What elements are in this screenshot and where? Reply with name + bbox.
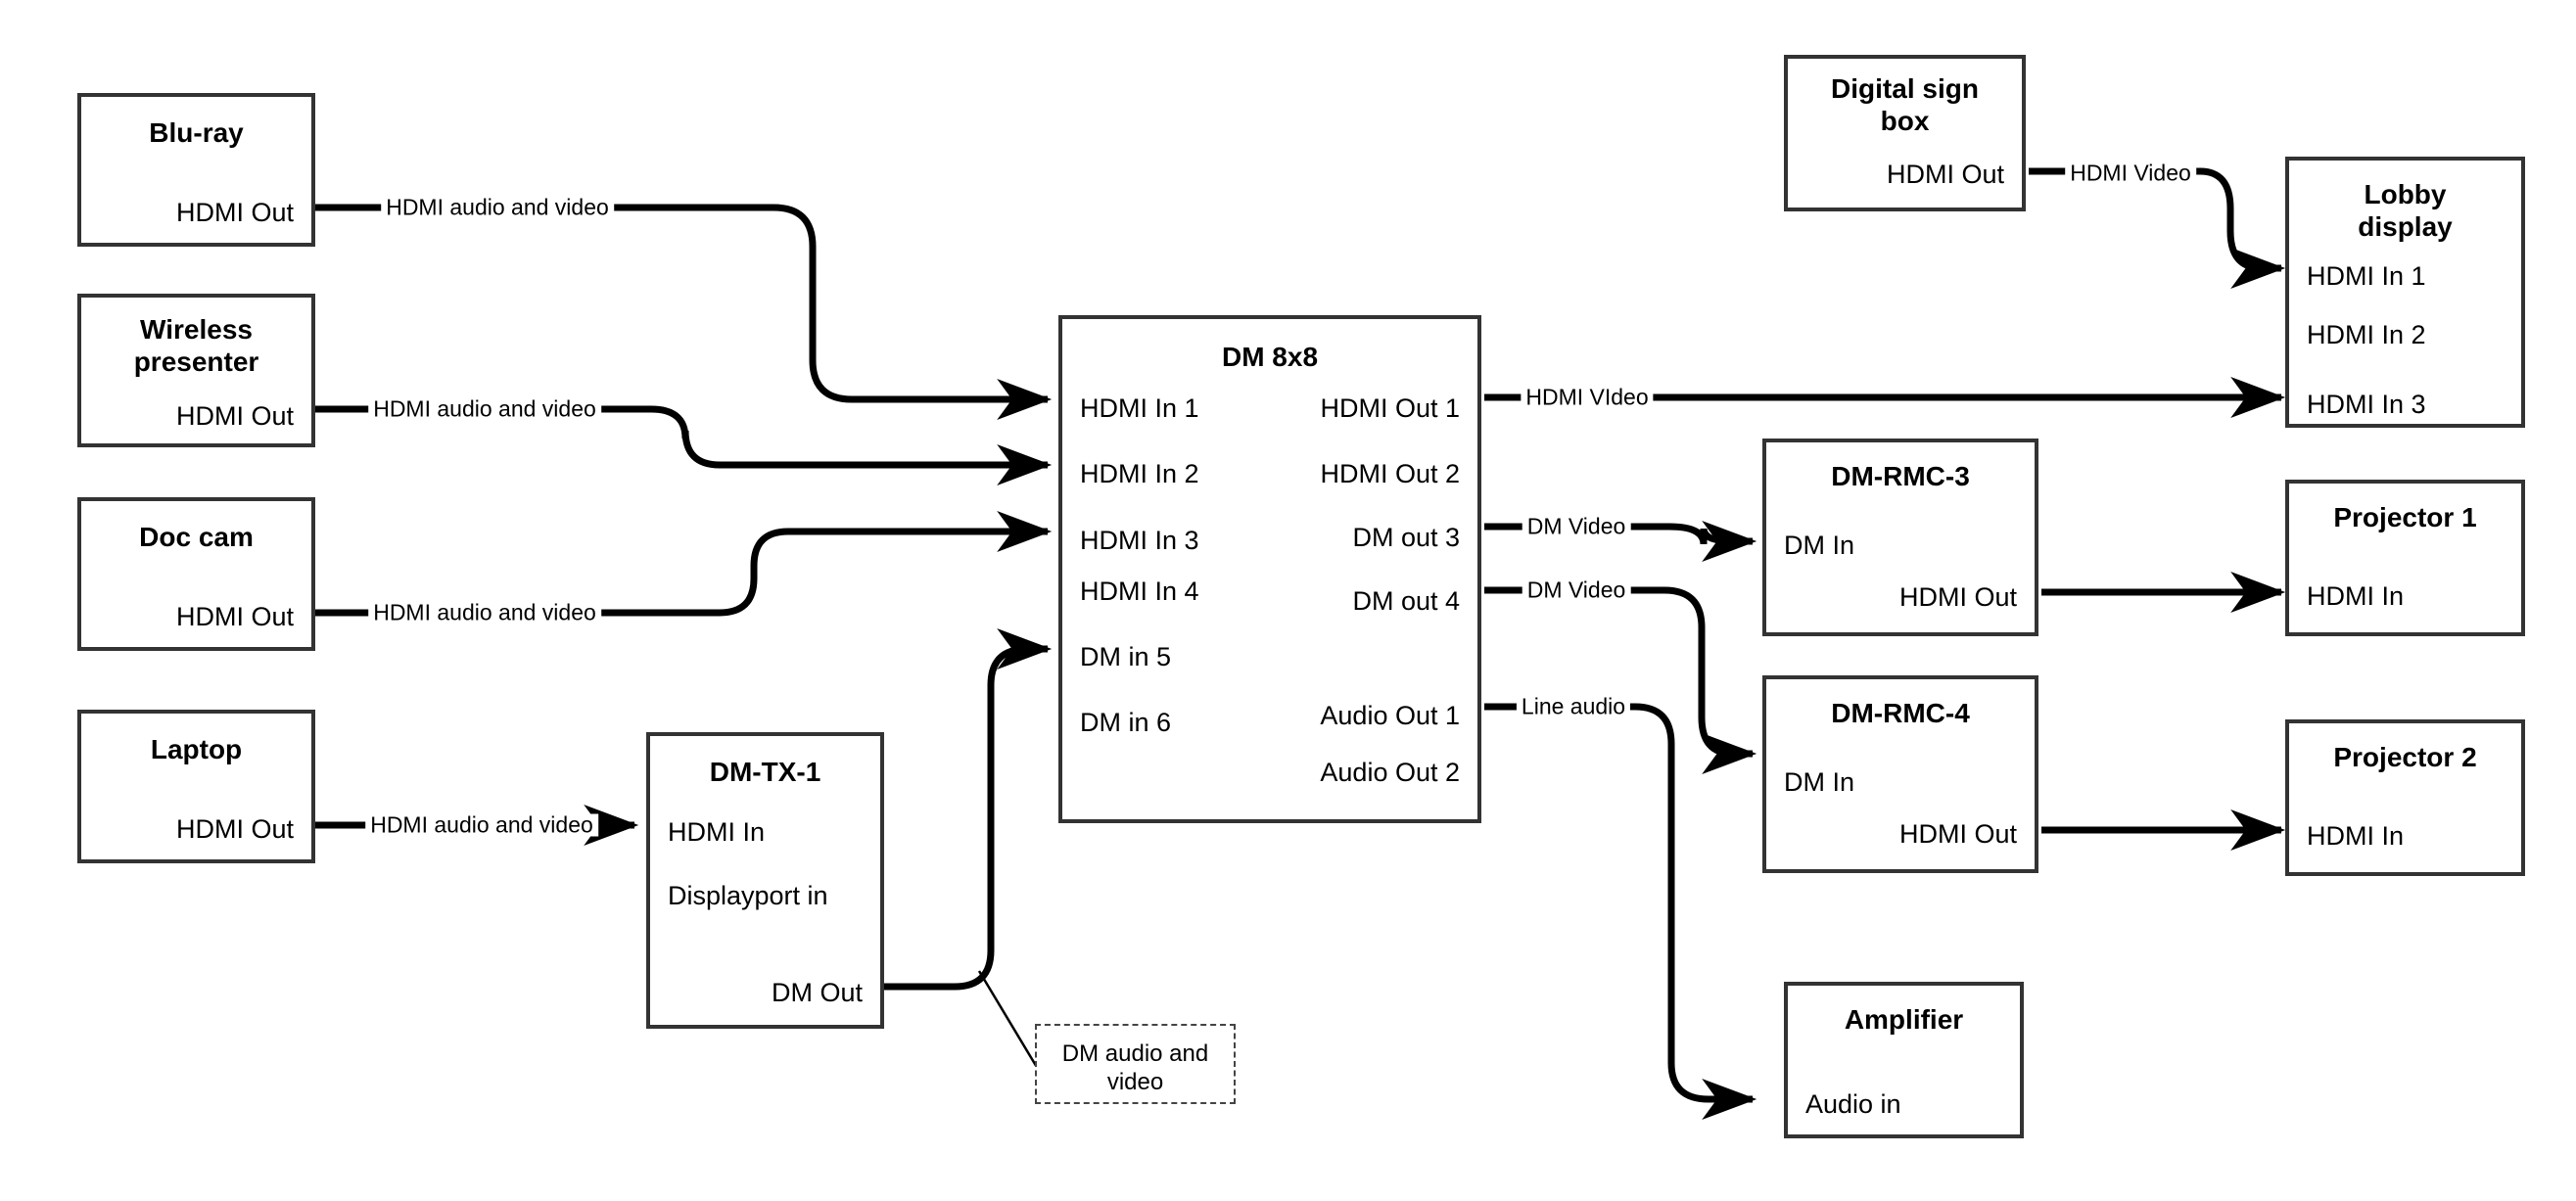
dm-8x8-port-hdmi-out-1[interactable]: HDMI Out 1 <box>1320 393 1460 423</box>
lobby-display-port-hdmi-in-1[interactable]: HDMI In 1 <box>2307 261 2426 291</box>
lobby-display-title-line2: display <box>2358 211 2453 242</box>
callout-dm-audio-and-video: DM audio and video <box>1035 1024 1236 1104</box>
dm-8x8-port-hdmi-in-4[interactable]: HDMI In 4 <box>1080 577 1199 606</box>
dm-rmc-3-title: DM-RMC-3 <box>1831 461 1970 491</box>
digital-sign-box-title-line1: Digital sign <box>1831 73 1979 104</box>
wireless-presenter-title-line2: presenter <box>133 346 259 377</box>
node-dm-rmc-3[interactable]: DM-RMC-3 DM In HDMI Out <box>1762 439 2038 636</box>
wire-sign-to-lobby <box>2029 167 2286 289</box>
wire-dmtx1-to-dm8x8 <box>884 628 1053 991</box>
dm-8x8-port-dm-in-6[interactable]: DM in 6 <box>1080 708 1172 737</box>
doc-cam-title: Doc cam <box>139 522 254 552</box>
dm-rmc-3-port-hdmi-out[interactable]: HDMI Out <box>1898 582 2017 612</box>
wire-label-dm8x8-dm-out-4: DM Video <box>1522 578 1631 602</box>
dm-rmc-3-port-dm-in[interactable]: DM In <box>1784 531 1855 560</box>
wireless-presenter-port-hdmi-out[interactable]: HDMI Out <box>175 401 294 431</box>
wire-label-bluray-to-dm8x8: HDMI audio and video <box>381 196 614 219</box>
dm-rmc-4-port-dm-in[interactable]: DM In <box>1784 767 1855 797</box>
node-dm-8x8[interactable]: DM 8x8 HDMI In 1 HDMI In 2 HDMI In 3 HDM… <box>1058 315 1481 823</box>
lobby-display-port-hdmi-in-2[interactable]: HDMI In 2 <box>2307 320 2426 349</box>
lobby-display-port-hdmi-in-3[interactable]: HDMI In 3 <box>2307 390 2426 419</box>
lobby-display-title-line1: Lobby <box>2364 179 2447 209</box>
dm-8x8-title: DM 8x8 <box>1221 342 1319 372</box>
node-projector-2[interactable]: Projector 2 HDMI In <box>2285 719 2525 876</box>
dm-8x8-port-audio-out-1[interactable]: Audio Out 1 <box>1320 701 1460 730</box>
wire-label-dm8x8-hdmi-out-1: HDMI VIdeo <box>1521 386 1654 409</box>
laptop-port-hdmi-out[interactable]: HDMI Out <box>175 814 294 844</box>
dm-8x8-port-dm-in-5[interactable]: DM in 5 <box>1080 642 1172 671</box>
callout-line2: video <box>1106 1069 1164 1095</box>
wire-label-sign-to-lobby: HDMI Video <box>2065 162 2196 185</box>
dm-tx-1-port-displayport-in[interactable]: Displayport in <box>668 881 828 910</box>
wire-label-wireless-to-dm8x8: HDMI audio and video <box>368 397 601 421</box>
node-lobby-display[interactable]: Lobby display HDMI In 1 HDMI In 2 HDMI I… <box>2285 157 2525 428</box>
projector-2-title: Projector 2 <box>2333 742 2477 772</box>
wire-label-dm8x8-dm-out-3: DM Video <box>1522 515 1631 538</box>
dm-rmc-4-port-hdmi-out[interactable]: HDMI Out <box>1898 819 2017 849</box>
node-digital-sign-box[interactable]: Digital sign box HDMI Out <box>1784 55 2026 211</box>
wireless-presenter-title-line1: Wireless <box>140 314 253 345</box>
dm-8x8-port-audio-out-2[interactable]: Audio Out 2 <box>1320 758 1460 787</box>
digital-sign-box-port-hdmi-out[interactable]: HDMI Out <box>1886 160 2004 189</box>
wire-dm8x8-dmout4-to-dmrmc4 <box>1484 586 1757 774</box>
wire-dm8x8-audioout1-to-amplifier <box>1484 703 1757 1120</box>
dm-rmc-4-title: DM-RMC-4 <box>1831 698 1970 728</box>
node-laptop[interactable]: Laptop HDMI Out <box>77 710 315 863</box>
wire-label-laptop-to-dmtx1: HDMI audio and video <box>365 813 598 837</box>
projector-1-title: Projector 1 <box>2333 502 2477 532</box>
node-wireless-presenter[interactable]: Wireless presenter HDMI Out <box>77 294 315 447</box>
digital-sign-box-title-line2: box <box>1880 106 1930 136</box>
wire-callout-leader <box>977 970 1040 1070</box>
laptop-title: Laptop <box>150 734 243 764</box>
projector-1-port-hdmi-in[interactable]: HDMI In <box>2307 581 2405 611</box>
bluray-port-hdmi-out[interactable]: HDMI Out <box>175 198 294 227</box>
amplifier-port-audio-in[interactable]: Audio in <box>1805 1089 1901 1119</box>
dm-8x8-port-dm-out-3[interactable]: DM out 3 <box>1352 523 1460 552</box>
dm-8x8-port-dm-out-4[interactable]: DM out 4 <box>1352 586 1460 616</box>
node-dm-tx-1[interactable]: DM-TX-1 HDMI In Displayport in DM Out <box>646 732 884 1029</box>
wire-label-dm8x8-audio-out-1: Line audio <box>1516 695 1631 718</box>
wire-bluray-to-dm8x8 <box>315 204 1053 420</box>
node-projector-1[interactable]: Projector 1 HDMI In <box>2285 480 2525 636</box>
dm-tx-1-port-dm-out[interactable]: DM Out <box>771 978 863 1007</box>
dm-tx-1-title: DM-TX-1 <box>709 757 821 787</box>
callout-line1: DM audio and <box>1061 1040 1209 1067</box>
node-dm-rmc-4[interactable]: DM-RMC-4 DM In HDMI Out <box>1762 675 2038 873</box>
dm-tx-1-port-hdmi-in[interactable]: HDMI In <box>668 817 766 847</box>
dm-8x8-port-hdmi-in-3[interactable]: HDMI In 3 <box>1080 526 1199 555</box>
amplifier-title: Amplifier <box>1844 1004 1964 1035</box>
doc-cam-port-hdmi-out[interactable]: HDMI Out <box>175 602 294 631</box>
dm-8x8-port-hdmi-out-2[interactable]: HDMI Out 2 <box>1320 459 1460 488</box>
node-bluray[interactable]: Blu-ray HDMI Out <box>77 93 315 247</box>
bluray-title: Blu-ray <box>149 117 244 148</box>
wire-label-doccam-to-dm8x8: HDMI audio and video <box>368 601 601 624</box>
node-doc-cam[interactable]: Doc cam HDMI Out <box>77 497 315 651</box>
dm-8x8-port-hdmi-in-2[interactable]: HDMI In 2 <box>1080 459 1199 488</box>
node-amplifier[interactable]: Amplifier Audio in <box>1784 982 2024 1138</box>
projector-2-port-hdmi-in[interactable]: HDMI In <box>2307 821 2405 851</box>
dm-8x8-port-hdmi-in-1[interactable]: HDMI In 1 <box>1080 393 1199 423</box>
